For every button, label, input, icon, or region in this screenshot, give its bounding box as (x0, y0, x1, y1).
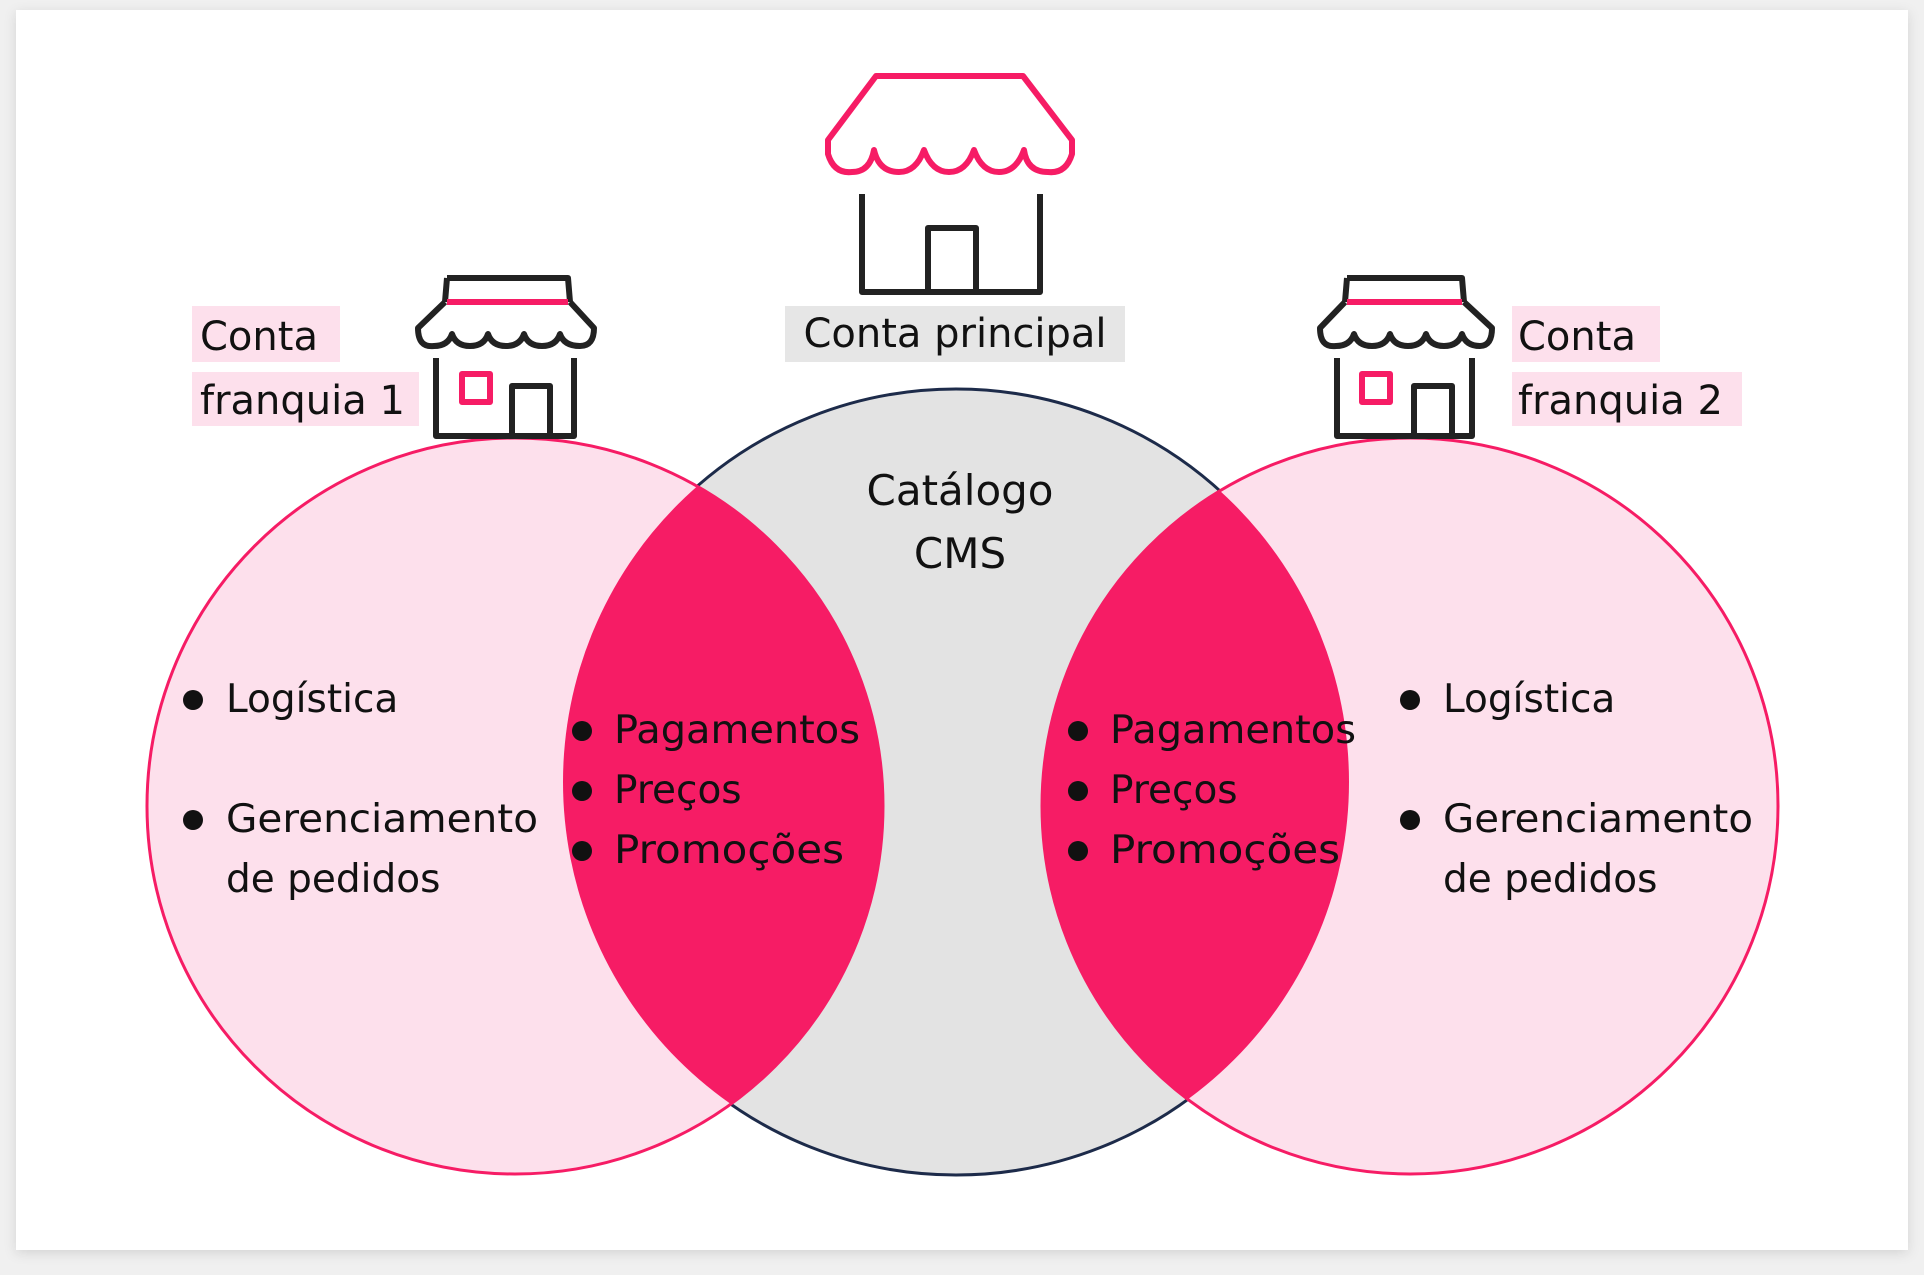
right-label-background-line1 (1512, 306, 1660, 362)
right-overlap-item-precos: Preços (1110, 768, 1238, 813)
left-item-gerenciamento: Gerenciamento (226, 797, 538, 842)
main-storefront-icon (825, 73, 1075, 295)
right-storefront-icon (1317, 275, 1495, 439)
right-overlap-bullet-pagamentos (1068, 721, 1088, 741)
right-label-line2: franquia 2 (1518, 378, 1723, 424)
right-overlap-item-pagamentos: Pagamentos (1110, 708, 1356, 753)
right-label-line1: Conta (1518, 314, 1636, 360)
left-item-logistica: Logística (226, 677, 398, 722)
right-overlap (1042, 438, 1349, 1174)
left-item-de-pedidos: de pedidos (226, 857, 440, 902)
right-bullet-logistica (1400, 690, 1420, 710)
right-overlap-bullet-precos (1068, 781, 1088, 801)
right-item-logistica: Logística (1443, 677, 1615, 722)
left-overlap-item-pagamentos: Pagamentos (614, 708, 860, 753)
left-label-line1: Conta (200, 314, 318, 360)
left-overlap-bullet-precos (572, 781, 592, 801)
center-label-line1: Catálogo (867, 466, 1054, 515)
right-item-de-pedidos: de pedidos (1443, 857, 1657, 902)
left-bullet-logistica (183, 690, 203, 710)
center-label-line2: CMS (914, 529, 1006, 578)
main-label-background (785, 306, 1125, 362)
left-label-background-line1 (192, 306, 340, 362)
right-bullet-gerenciamento (1400, 810, 1420, 830)
right-overlap-item-promocoes: Promoções (1110, 828, 1340, 873)
left-overlap-bullet-promocoes (572, 841, 592, 861)
left-label-background-line2 (192, 372, 419, 426)
left-overlap-item-promocoes: Promoções (614, 828, 844, 873)
left-overlap-item-precos: Preços (614, 768, 742, 813)
right-label-background-line2 (1512, 372, 1742, 426)
left-overlap (563, 438, 883, 1174)
left-bullet-gerenciamento (183, 810, 203, 830)
main-label: Conta principal (803, 311, 1106, 357)
left-storefront-icon (415, 275, 597, 439)
right-item-gerenciamento: Gerenciamento (1443, 797, 1753, 842)
left-label-line2: franquia 1 (200, 378, 405, 424)
right-overlap-bullet-promocoes (1068, 841, 1088, 861)
left-overlap-bullet-pagamentos (572, 721, 592, 741)
